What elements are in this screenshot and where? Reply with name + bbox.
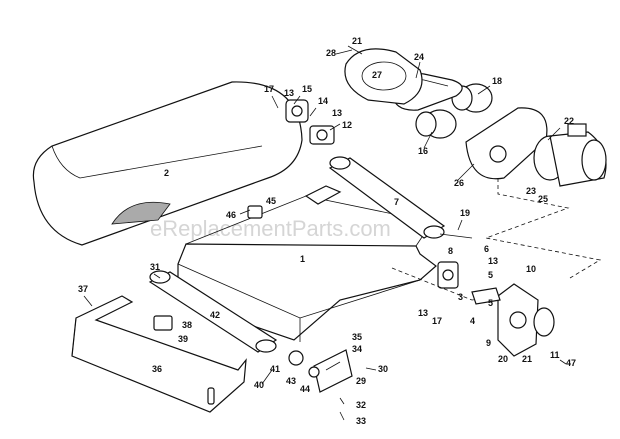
callout-14: 14 — [318, 96, 328, 106]
callout-23: 23 — [526, 186, 536, 196]
callout-21: 21 — [522, 354, 532, 364]
watermark-text: eReplacementParts.com — [150, 216, 391, 241]
pulley-assembly — [415, 83, 493, 139]
callout-13: 13 — [284, 88, 294, 98]
motor — [533, 123, 607, 187]
callout-46: 46 — [226, 210, 236, 220]
leader-lines — [83, 45, 567, 421]
callout-33: 33 — [356, 416, 366, 426]
callout-31: 31 — [150, 262, 160, 272]
callout-13: 13 — [418, 308, 428, 318]
callout-35: 35 — [352, 332, 362, 342]
callout-32: 32 — [356, 400, 366, 410]
bearing-block-upper — [285, 99, 335, 145]
callout-25: 25 — [538, 194, 548, 204]
callout-6: 6 — [484, 244, 489, 254]
callout-17: 17 — [432, 316, 442, 326]
callout-38: 38 — [182, 320, 192, 330]
callout-7: 7 — [394, 197, 399, 207]
callout-28: 28 — [326, 48, 336, 58]
callout-1: 1 — [300, 254, 305, 264]
callout-37: 37 — [78, 284, 88, 294]
tension-plate — [313, 349, 353, 393]
callout-5: 5 — [488, 270, 493, 280]
alignment-line — [484, 178, 602, 279]
callout-19: 19 — [460, 208, 470, 218]
callout-17: 17 — [264, 84, 274, 94]
callout-39: 39 — [178, 334, 188, 344]
callout-42: 42 — [210, 310, 220, 320]
sanding-belt — [32, 81, 303, 246]
callout-26: 26 — [454, 178, 464, 188]
callout-16: 16 — [418, 146, 428, 156]
drive-roller — [328, 156, 473, 239]
callout-29: 29 — [356, 376, 366, 386]
callout-18: 18 — [492, 76, 502, 86]
bracket — [471, 287, 501, 305]
callout-36: 36 — [152, 364, 162, 374]
callout-44: 44 — [300, 384, 310, 394]
callout-15: 15 — [302, 84, 312, 94]
callout-5: 5 — [488, 298, 493, 308]
idler-roller — [148, 270, 278, 353]
callout-27: 27 — [372, 70, 382, 80]
callout-30: 30 — [378, 364, 388, 374]
gearbox — [497, 283, 555, 357]
belt-cover — [344, 48, 423, 105]
callout-3: 3 — [458, 292, 463, 302]
callout-4: 4 — [470, 316, 475, 326]
callout-11: 11 — [550, 350, 560, 360]
callout-41: 41 — [270, 364, 280, 374]
callout-20: 20 — [498, 354, 508, 364]
callout-13: 13 — [488, 256, 498, 266]
callout-12: 12 — [342, 120, 352, 130]
motor-plate — [465, 107, 548, 180]
switch-block — [153, 315, 173, 331]
callout-13: 13 — [332, 108, 342, 118]
callout-47: 47 — [566, 358, 576, 368]
callout-45: 45 — [266, 196, 276, 206]
small-block — [247, 205, 263, 219]
callout-10: 10 — [526, 264, 536, 274]
callout-labels: 1 2 3 4 5 5 6 7 8 9 10 11 12 13 13 13 13… — [78, 36, 576, 426]
collar-set — [288, 350, 320, 378]
callout-24: 24 — [414, 52, 424, 62]
callout-8: 8 — [448, 246, 453, 256]
callout-9: 9 — [486, 338, 491, 348]
front-guard — [71, 295, 247, 413]
callout-34: 34 — [352, 344, 362, 354]
callout-22: 22 — [564, 116, 574, 126]
callout-40: 40 — [254, 380, 264, 390]
callout-43: 43 — [286, 376, 296, 386]
bearing-block-lower — [437, 261, 459, 289]
callout-21: 21 — [352, 36, 362, 46]
callout-2: 2 — [164, 168, 169, 178]
